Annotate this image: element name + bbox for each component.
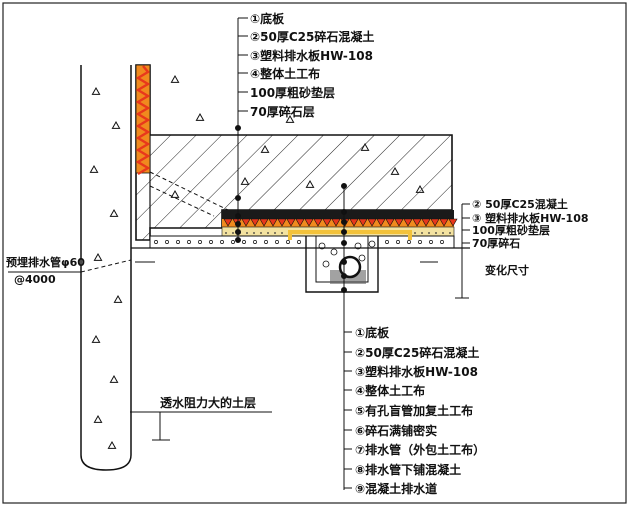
top-label: ③塑料排水板HW-108 — [250, 48, 373, 63]
bottom-label: ③塑料排水板HW-108 — [355, 364, 478, 379]
right-label: ② 50厚C25混凝土 — [472, 197, 568, 211]
wall-waterproof-layer — [135, 64, 151, 176]
bottom-label: ⑤有孔盲管加复土工布 — [355, 403, 473, 418]
bottom-label: ②50厚C25碎石混凝土 — [355, 345, 479, 360]
right-label: ③ 塑料排水板HW-108 — [472, 211, 589, 225]
top-label: 100厚粗砂垫层 — [250, 85, 335, 100]
drain-pipe-spacing: @4000 — [14, 273, 56, 286]
right-label: 100厚粗砂垫层 — [472, 223, 550, 237]
bottom-label: ⑥碎石满铺密实 — [355, 423, 437, 438]
drain-pipe-label: 预埋排水管φ60 — [6, 255, 85, 269]
slab-aggregate-marks — [170, 74, 425, 198]
drain-pipe-annotation: 预埋排水管φ60 @4000 — [6, 255, 85, 286]
variable-size-label: 变化尺寸 — [485, 263, 529, 277]
soil-label: 透水阻力大的土层 — [160, 395, 256, 410]
trench-gravel — [318, 240, 376, 268]
drainage-trench — [305, 236, 379, 293]
gravel-texture — [154, 240, 444, 244]
top-label: ④整体土工布 — [250, 66, 320, 81]
bottom-label: ⑦排水管（外包土工布） — [355, 442, 485, 457]
bottom-label: ①底板 — [355, 325, 390, 340]
bottom-label: ⑧排水管下铺混凝土 — [355, 462, 461, 477]
top-label-list: ①底板 ②50厚C25碎石混凝土 ③塑料排水板HW-108 ④整体土工布 100… — [250, 11, 374, 119]
top-label: ①底板 — [250, 11, 285, 26]
bottom-label: ④整体土工布 — [355, 383, 425, 398]
top-label: ②50厚C25碎石混凝土 — [250, 29, 374, 44]
leader-lines — [8, 17, 470, 490]
bottom-label-list: ①底板 ②50厚C25碎石混凝土 ③塑料排水板HW-108 ④整体土工布 ⑤有孔… — [355, 325, 485, 496]
right-label: 70厚碎石 — [472, 236, 520, 250]
bottom-label: ⑨混凝土排水道 — [355, 481, 437, 496]
pile-column — [80, 65, 132, 471]
right-label-list: ② 50厚C25混凝土 ③ 塑料排水板HW-108 100厚粗砂垫层 70厚碎石… — [472, 197, 589, 277]
top-label: 70厚碎石层 — [250, 104, 315, 119]
concrete-aggregate-marks — [89, 86, 123, 449]
